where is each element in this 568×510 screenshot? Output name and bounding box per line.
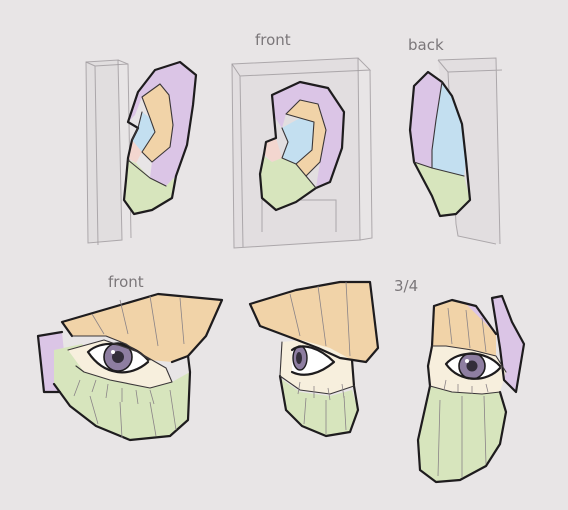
ear-back-rim: [410, 72, 442, 168]
eye-front-label: front: [108, 273, 144, 291]
ear-side-helix: [128, 62, 196, 186]
eye-side-cheek: [280, 378, 358, 436]
eye-side-drawing: [248, 280, 380, 438]
eye-front-pupil: [112, 351, 124, 363]
ear-back-concha: [432, 82, 466, 176]
ear-side-antihelix: [142, 84, 173, 162]
ear-front-tragus: [264, 138, 282, 162]
eye-tq-highlight: [465, 359, 469, 363]
ear-back-drawing: [408, 57, 503, 245]
ear-back-lobe: [414, 162, 470, 216]
eye-three-quarter-drawing: [416, 294, 526, 484]
ear-front-drawing: [231, 57, 373, 249]
eye-front-highlight: [111, 350, 115, 354]
ear-back-label: back: [408, 36, 444, 54]
ear-side-concha: [132, 112, 155, 152]
ear-side-lobe: [124, 160, 176, 214]
eye-tq-temple-plane: [492, 296, 524, 392]
ear-front-antihelix: [286, 100, 326, 176]
eye-tq-brow-side: [452, 300, 494, 332]
eye-side-brow: [250, 282, 378, 362]
eye-three-quarter-label: 3/4: [394, 277, 418, 295]
ear-front-label: front: [255, 31, 291, 49]
ear-front-concha: [282, 118, 314, 164]
eye-tq-pupil: [466, 360, 478, 372]
ear-front-helix: [272, 82, 344, 188]
eye-front-drawing: [36, 292, 224, 442]
eye-side-pupil: [296, 352, 302, 364]
ear-side-drawing: [85, 59, 198, 246]
